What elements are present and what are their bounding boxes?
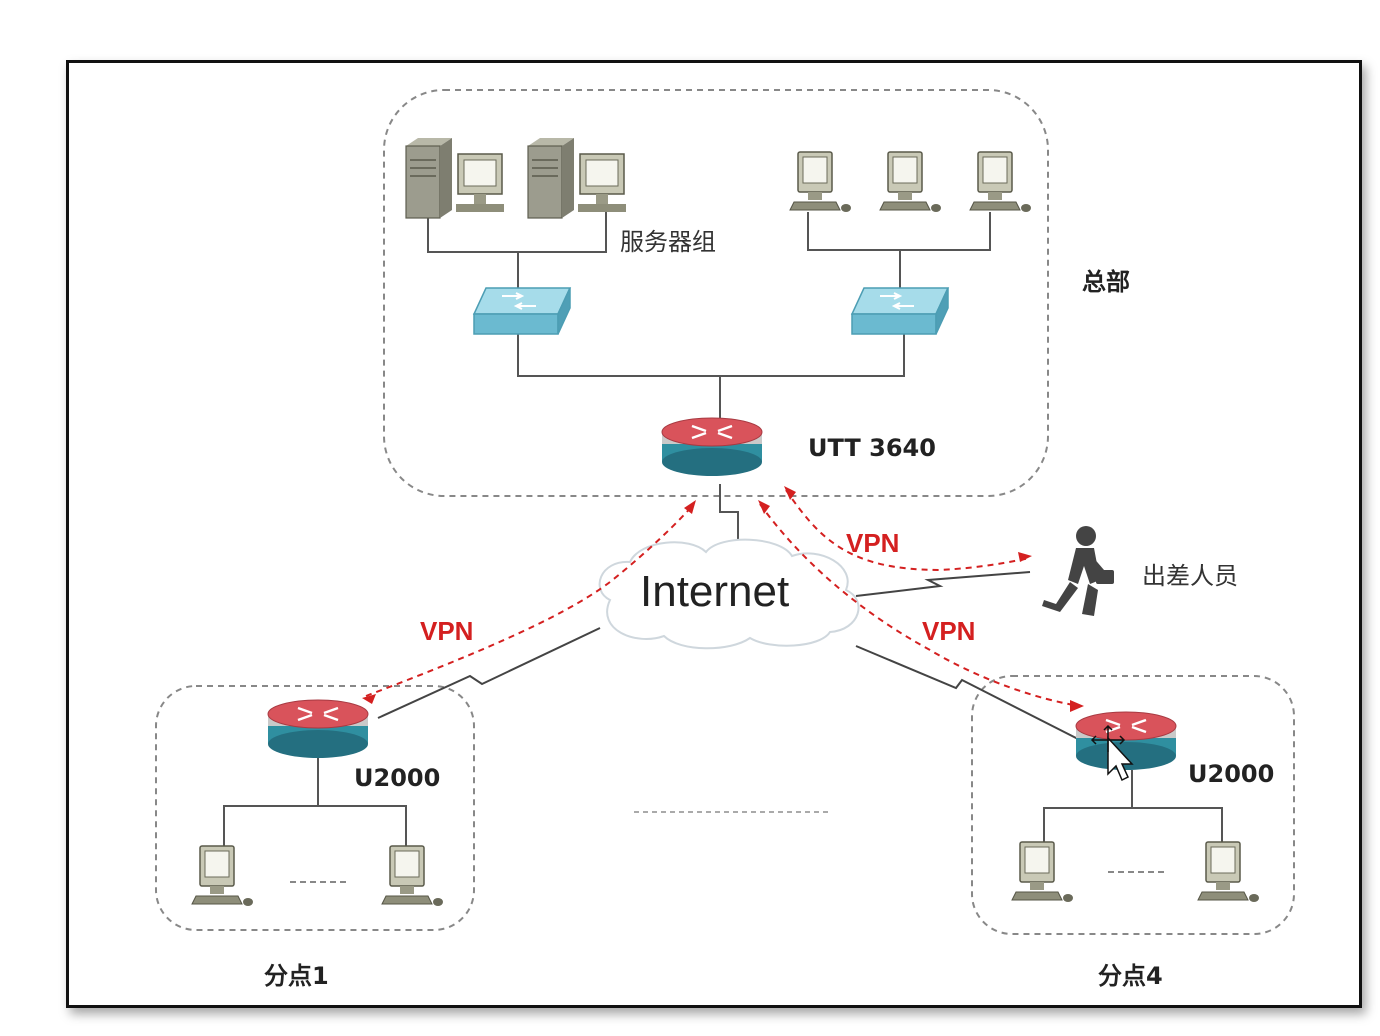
- traveler-icon: [1042, 526, 1114, 616]
- branch-4-router-label: U2000: [1188, 760, 1274, 788]
- pc-icon: [879, 151, 942, 213]
- vpn-arrows: [362, 486, 1084, 712]
- mouse-cursor-icon: [1090, 724, 1134, 782]
- server-group-label: 服务器组: [620, 228, 716, 256]
- hq-boundary: [383, 89, 1049, 497]
- server-icon: [527, 137, 627, 219]
- pc-icon: [381, 845, 444, 907]
- branch-1-label: 分点1: [264, 962, 329, 990]
- hq-label: 总部: [1082, 268, 1130, 296]
- branch-4-label: 分点4: [1098, 962, 1163, 990]
- pc-icon: [969, 151, 1032, 213]
- server-icon: [405, 137, 505, 219]
- pc-icon: [1011, 841, 1074, 903]
- pc-icon: [1197, 841, 1260, 903]
- pc-icon: [789, 151, 852, 213]
- internet-cloud: Internet: [598, 538, 860, 650]
- router-icon: [266, 698, 370, 760]
- traveler-label: 出差人员: [1142, 562, 1238, 590]
- internet-label: Internet: [640, 567, 789, 616]
- branch-4-boundary: [971, 675, 1295, 935]
- hq-router-label: UTT 3640: [808, 434, 936, 462]
- vpn-label-hq-traveler: VPN: [846, 528, 899, 558]
- pc-icon: [191, 845, 254, 907]
- router-icon: [660, 416, 764, 478]
- vpn-label-branch-1: VPN: [420, 616, 473, 646]
- hq-links: [427, 212, 991, 548]
- switch-icon: [851, 287, 949, 335]
- vpn-label-branch-4: VPN: [922, 616, 975, 646]
- wan-links: [377, 571, 1081, 741]
- switch-icon: [473, 287, 571, 335]
- diagram-frame: [66, 60, 1362, 1008]
- branch-1-router-label: U2000: [354, 764, 440, 792]
- vpn-tunnels: [365, 489, 1081, 707]
